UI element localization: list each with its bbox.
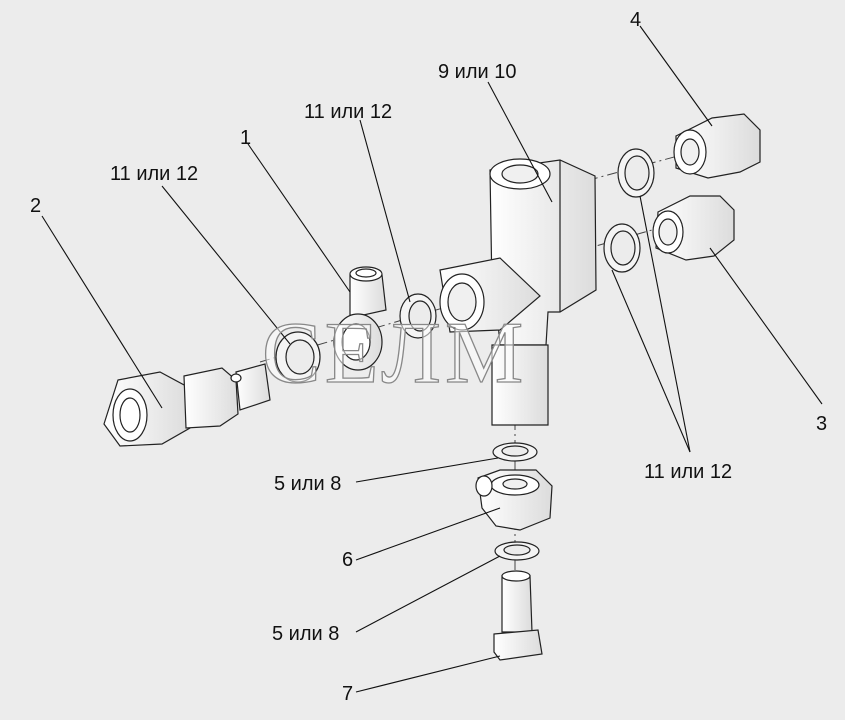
- callout-11-12-middle: 11 или 12: [304, 101, 393, 123]
- leader-lines: [41, 25, 823, 693]
- washer-11-12-middle: [399, 293, 437, 339]
- washer-11-12-right-top: [617, 148, 655, 198]
- callout-5-8-bottom: 5 или 8: [272, 623, 340, 645]
- part-4-fitting: [673, 113, 761, 179]
- callout-4: 4: [630, 9, 642, 31]
- callout-9-10: 9 или 10: [438, 61, 517, 83]
- part-3-fitting: [652, 195, 735, 261]
- axis-lines: [259, 149, 701, 600]
- washer-11-12-right-bottom: [603, 223, 641, 273]
- callout-2: 2: [30, 195, 42, 217]
- callout-11-12-left: 11 или 12: [110, 163, 199, 185]
- callout-6: 6: [342, 549, 354, 571]
- washer-11-12-left: [275, 331, 321, 383]
- part-6-banjo-eye: [475, 469, 553, 531]
- part-1-banjo-fitting: [333, 266, 387, 371]
- washer-5-8-bottom: [494, 541, 540, 561]
- callout-11-12-right: 11 или 12: [644, 461, 733, 483]
- callout-5-8-top: 5 или 8: [274, 473, 342, 495]
- part-9-10-tee-body: [439, 158, 597, 426]
- part-2-union-nut: [103, 363, 271, 447]
- part-7-bolt: [493, 570, 543, 661]
- callout-1: 1: [240, 127, 252, 149]
- washer-5-8-top: [492, 442, 538, 462]
- callout-3: 3: [816, 413, 828, 435]
- callout-7: 7: [342, 683, 354, 705]
